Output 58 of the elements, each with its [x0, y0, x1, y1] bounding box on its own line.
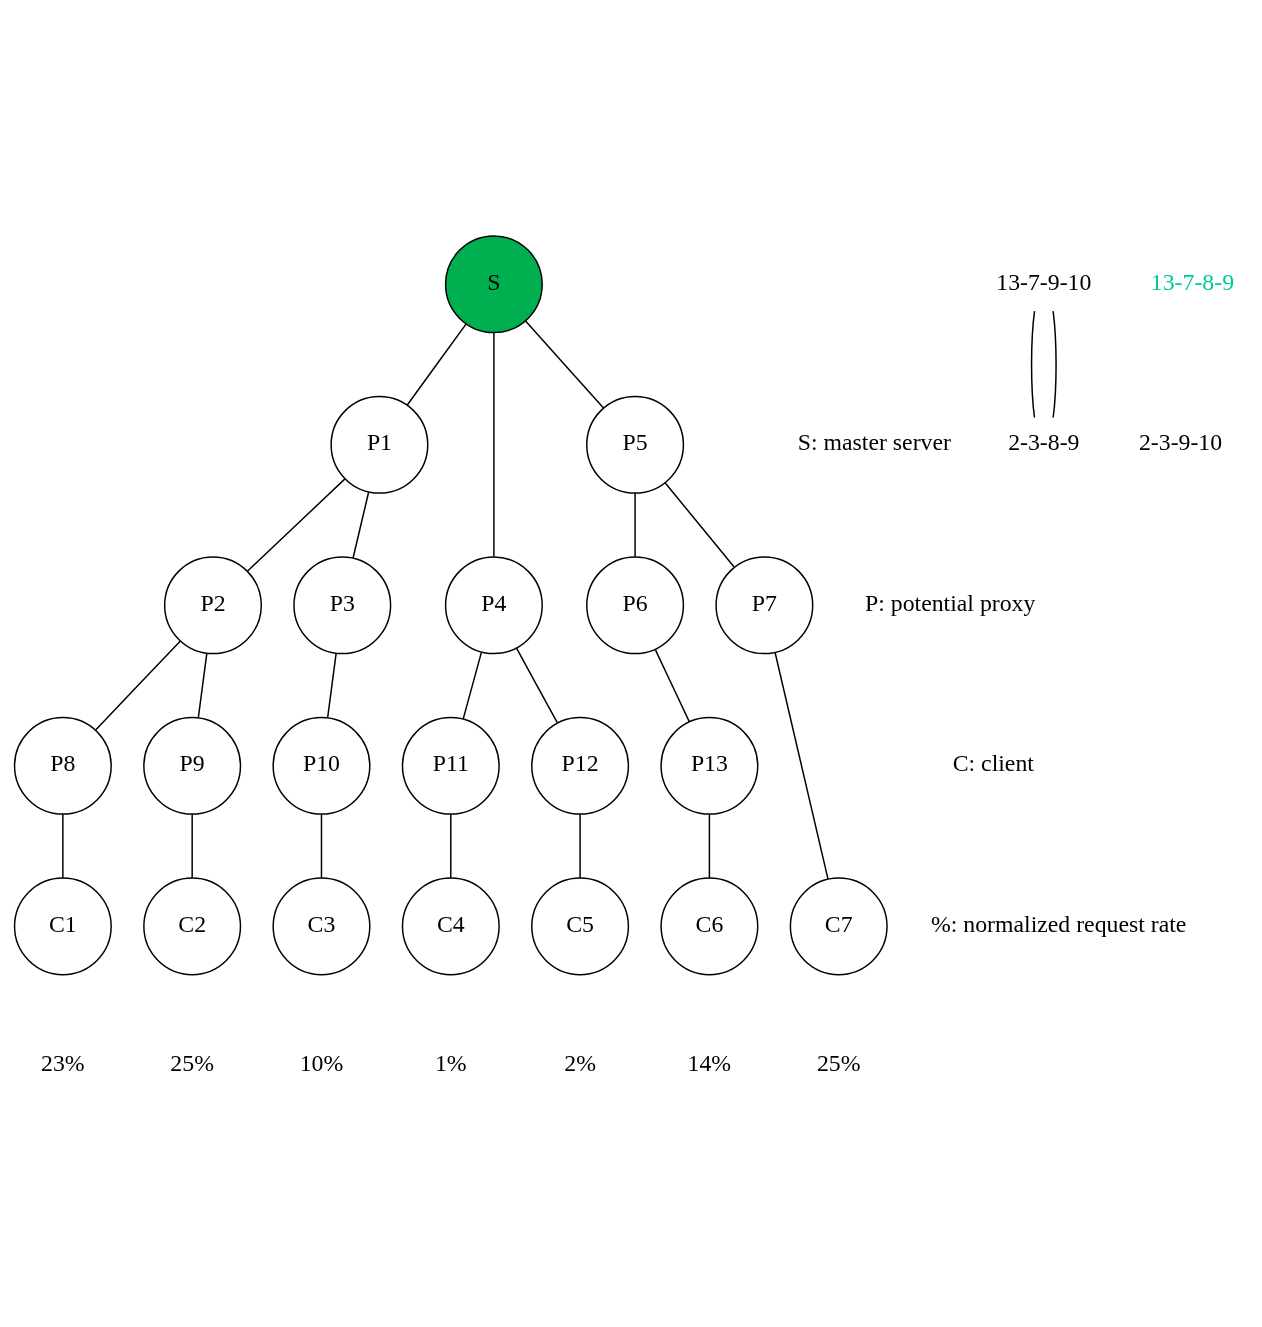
node-text: 2-3-8-9 [1008, 428, 1080, 455]
node-circle: P4 [444, 555, 543, 654]
connector [493, 331, 495, 557]
connector [197, 652, 208, 718]
node-circle: P8 [13, 716, 112, 815]
node-text: 2-3-9-10 [1138, 428, 1223, 455]
connector [352, 491, 370, 559]
connector [95, 639, 182, 730]
node-circle: P7 [715, 555, 814, 654]
connector [450, 812, 452, 879]
node-circle: S [444, 234, 543, 333]
label: %: normalized request rate [931, 910, 1187, 937]
node-circle: P13 [660, 716, 759, 815]
connector [664, 481, 735, 568]
node-circle: P12 [531, 716, 630, 815]
node-circle: C6 [660, 876, 759, 975]
node-circle: C1 [13, 876, 112, 975]
node-label: 25% [170, 1049, 214, 1076]
node-label: 23% [41, 1049, 85, 1076]
node-circle: C2 [143, 876, 242, 975]
node-circle: C7 [789, 876, 888, 975]
node-label: 2% [564, 1049, 596, 1076]
connector [326, 652, 337, 718]
connector [708, 812, 711, 879]
node-circle: P6 [586, 555, 685, 654]
connector [774, 651, 829, 880]
node-circle: C5 [531, 876, 630, 975]
connector [191, 812, 193, 879]
connector [406, 322, 467, 406]
node-circle: P11 [401, 716, 500, 815]
connector [1052, 309, 1057, 418]
connector [462, 651, 483, 720]
label: P: potential proxy [865, 589, 1036, 616]
node-circle: P3 [293, 555, 392, 654]
connector [62, 812, 64, 879]
node-circle: C3 [272, 876, 371, 975]
node-circle: P2 [163, 555, 263, 654]
label: C: client [952, 749, 1034, 776]
connector [524, 319, 605, 409]
connector [579, 812, 581, 879]
connector [246, 477, 346, 572]
connector [320, 812, 323, 879]
node-circle: P1 [330, 395, 429, 494]
node-label: 14% [687, 1049, 732, 1076]
connector [515, 646, 559, 723]
connector [1030, 309, 1036, 418]
node-circle: P10 [272, 716, 371, 815]
label: S: master server [797, 428, 951, 455]
connector [634, 491, 636, 558]
connector [654, 648, 691, 722]
node-label: 10% [299, 1049, 344, 1076]
node-text: 13-7-8-9 [1150, 268, 1235, 295]
node-circle: P9 [143, 716, 242, 815]
node-label: 25% [816, 1049, 861, 1076]
node-circle: C4 [401, 876, 500, 975]
node-text: 13-7-9-10 [996, 268, 1092, 295]
node-circle: P5 [586, 395, 685, 494]
node-label: 1% [434, 1049, 467, 1076]
